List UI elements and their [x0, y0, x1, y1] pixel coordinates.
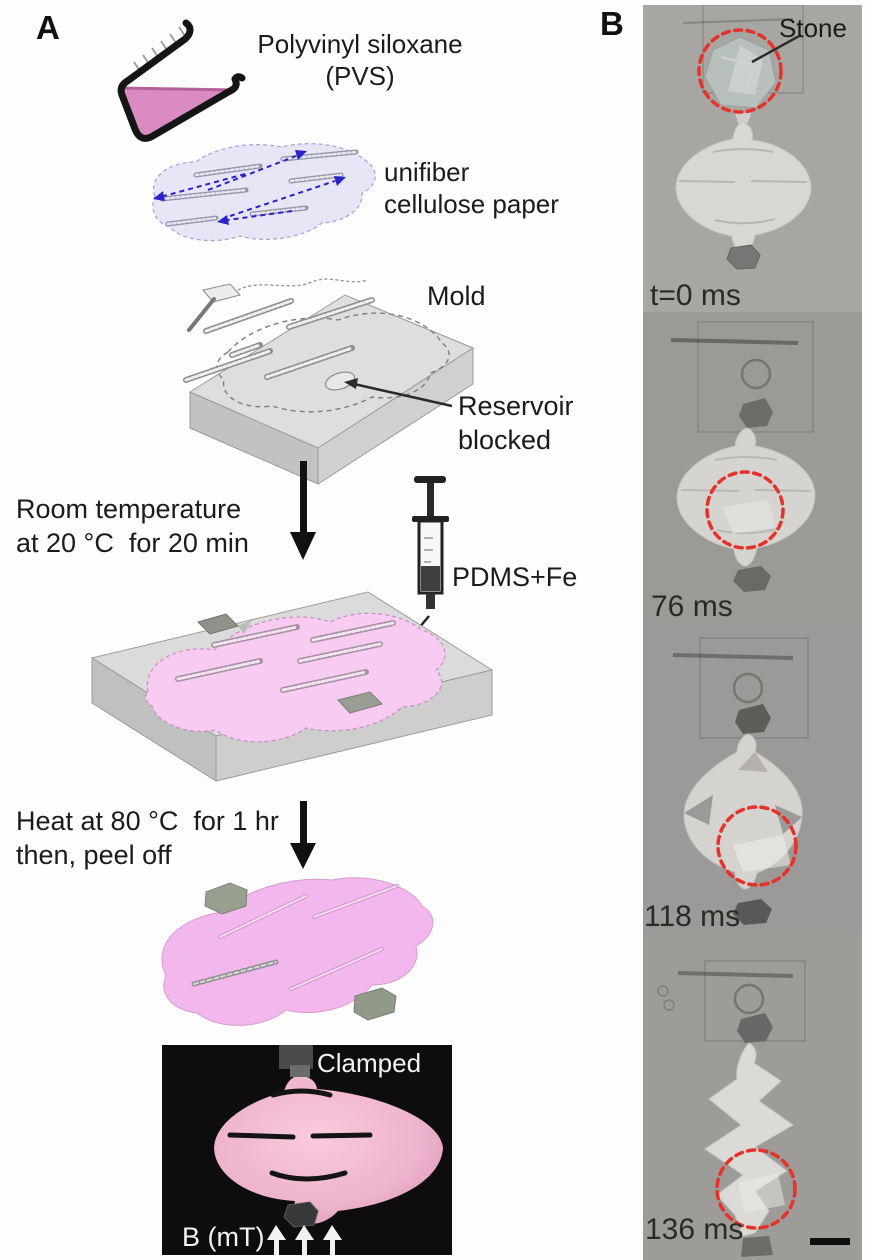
magnetic-field-arrows	[267, 1225, 342, 1255]
actuator-photo-art	[214, 1045, 443, 1255]
pvs-label: Polyvinyl siloxane(PVS)	[257, 29, 463, 91]
field-label: B (mT)	[182, 1222, 265, 1252]
clamp-hole	[732, 672, 764, 704]
frame-t0-art	[675, 5, 812, 270]
panel-b-label: B	[600, 5, 624, 42]
stretched-membrane-silhouette	[704, 1042, 794, 1237]
beaker-icon	[117, 19, 246, 142]
time-lapse-strip: Stone t=0 ms 76 ms	[643, 5, 862, 1260]
membrane-silhouette	[675, 121, 812, 254]
timestamp-118ms: 118 ms	[644, 900, 741, 933]
stone-highlight-circle	[705, 470, 785, 550]
clamp-hole	[733, 983, 765, 1015]
membrane-silhouette	[676, 427, 816, 567]
bottom-magnet-tab	[283, 1201, 319, 1228]
panel-a-illustration	[90, 19, 494, 1026]
timestamp-76ms: 76 ms	[651, 590, 733, 620]
peeled-film-illustration	[161, 877, 434, 1026]
clamped-label: Clamped	[317, 1048, 422, 1078]
frame-t0: Stone t=0 ms	[643, 5, 862, 312]
scale-bar	[810, 1238, 850, 1245]
stone-label: Stone	[779, 13, 847, 43]
stone-highlight-circle	[715, 1148, 797, 1230]
stone	[704, 36, 777, 109]
reservoir-arrow	[344, 378, 453, 408]
timestamp-t0: t=0 ms	[650, 279, 741, 312]
mold-with-pvs-illustration	[90, 591, 494, 782]
stone-highlight-circle	[697, 28, 783, 114]
down-arrow-step2	[290, 801, 316, 869]
fiber-direction-arrows	[153, 150, 346, 225]
clamp-hole	[740, 358, 772, 390]
down-arrow-step1	[290, 461, 316, 560]
mold-label: Mold	[427, 281, 486, 311]
panel-a-label: A	[36, 9, 60, 46]
syringe-label: PDMS+Fe	[452, 562, 578, 592]
frame-136ms-art	[657, 960, 850, 1257]
frame-136ms: 136 ms	[643, 933, 862, 1260]
mold-illustration	[183, 278, 475, 485]
stone-pointer-line	[751, 33, 802, 64]
syringe-icon	[412, 476, 449, 609]
clamped-actuator-photo: Clamped B (mT)	[162, 1045, 452, 1255]
frame-76ms-art	[670, 321, 816, 592]
frame-118ms-art	[672, 637, 809, 925]
timestamp-136ms: 136 ms	[645, 1213, 744, 1246]
frame-76ms: 76 ms	[643, 312, 862, 620]
cellulose-paper-illustration	[152, 142, 376, 242]
stone-highlight-circle	[716, 805, 798, 887]
frame-118ms: 118 ms	[643, 620, 862, 933]
